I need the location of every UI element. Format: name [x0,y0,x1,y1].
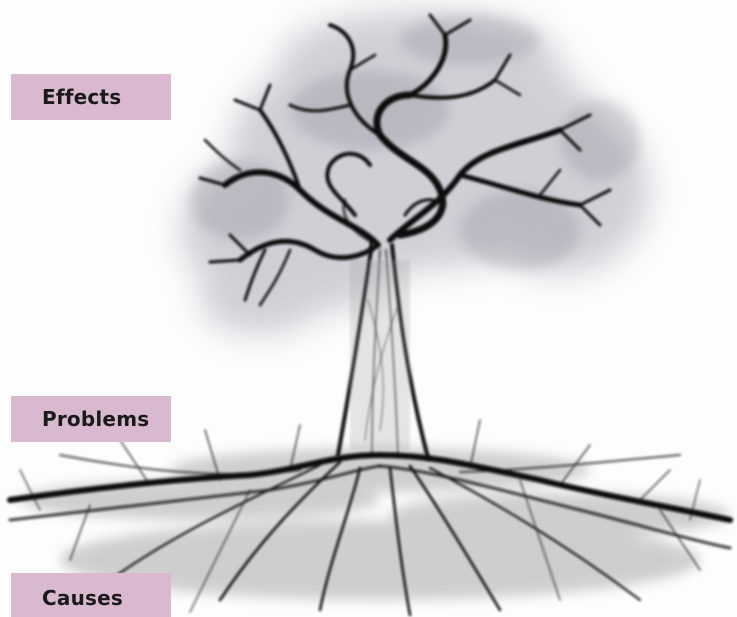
causes-label: Causes [11,573,171,617]
problems-label: Problems [11,396,171,442]
trunk [338,242,428,458]
effects-label: Effects [11,74,171,120]
